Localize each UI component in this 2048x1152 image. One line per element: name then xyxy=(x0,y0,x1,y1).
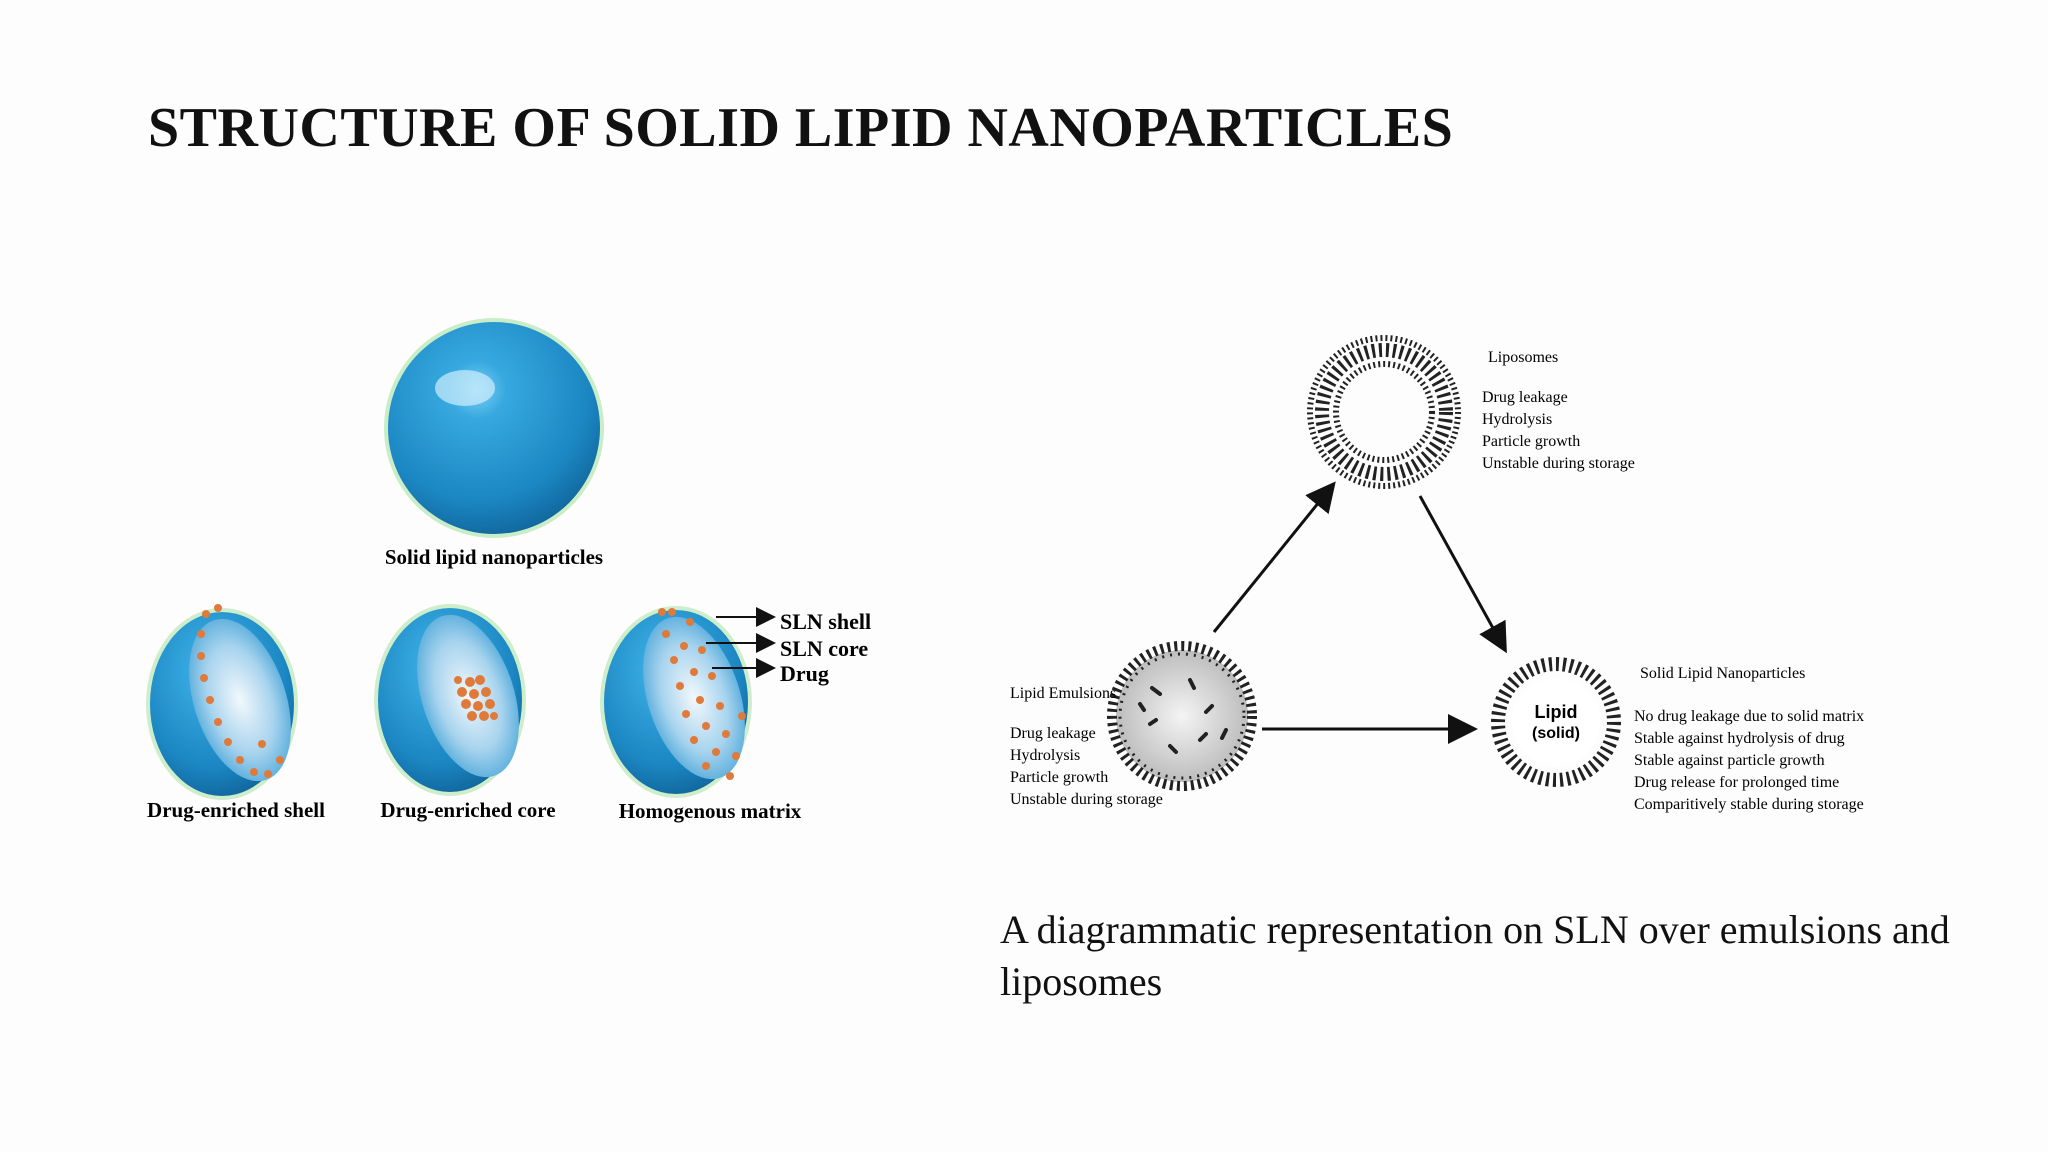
drug-enriched-shell-model xyxy=(146,604,298,800)
sln-main-label: Solid lipid nanoparticles xyxy=(385,545,603,569)
liposomes-item: Particle growth xyxy=(1482,433,1580,450)
sln-title: Solid Lipid Nanoparticles xyxy=(1640,665,1805,682)
sln-item: Drug release for prolonged time xyxy=(1634,774,1839,791)
lipid-emulsion-figure xyxy=(1107,641,1257,791)
liposomes-item: Hydrolysis xyxy=(1482,411,1552,428)
model-label-core: Drug-enriched core xyxy=(380,798,555,822)
model-label-shell: Drug-enriched shell xyxy=(147,798,325,822)
sln-comparison-figure xyxy=(1491,657,1621,787)
sln-sphere-figure xyxy=(384,318,604,538)
arrow-emulsion-to-liposome xyxy=(1212,481,1336,633)
legend-drug: Drug xyxy=(780,661,829,686)
sln-core-label-line1: Lipid xyxy=(1535,702,1578,722)
sln-item: Stable against particle growth xyxy=(1634,752,1825,769)
liposome-figure xyxy=(1307,335,1461,489)
sln-item: Stable against hydrolysis of drug xyxy=(1634,730,1845,747)
liposomes-item: Drug leakage xyxy=(1482,389,1568,406)
sln-item: Comparitively stable during storage xyxy=(1634,796,1864,813)
emulsions-items: Drug leakage Hydrolysis Particle growth … xyxy=(1010,725,1163,808)
sln-core-label-line2: (solid) xyxy=(1532,725,1580,742)
legend-sln-core: SLN core xyxy=(780,636,868,661)
sln-sphere xyxy=(388,322,600,534)
slide-title: STRUCTURE OF SOLID LIPID NANOPARTICLES xyxy=(148,97,1454,159)
liposomes-items: Drug leakage Hydrolysis Particle growth … xyxy=(1482,389,1635,472)
sln-items: No drug leakage due to solid matrix Stab… xyxy=(1634,708,1864,813)
emulsions-item: Particle growth xyxy=(1010,769,1108,786)
model-label-matrix: Homogenous matrix xyxy=(619,799,802,823)
sln-item: No drug leakage due to solid matrix xyxy=(1634,708,1864,725)
figure-caption: A diagrammatic representation on SLN ove… xyxy=(1000,907,1950,1004)
emulsions-item: Drug leakage xyxy=(1010,725,1096,742)
legend-sln-shell: SLN shell xyxy=(780,609,871,634)
liposomes-title: Liposomes xyxy=(1488,349,1558,366)
liposomes-item: Unstable during storage xyxy=(1482,455,1635,472)
arrow-liposome-to-sln xyxy=(1418,495,1507,654)
drug-enriched-core-model xyxy=(374,604,526,796)
emulsions-title: Lipid Emulsions xyxy=(1010,685,1116,702)
homogenous-matrix-model xyxy=(600,606,776,798)
emulsions-item: Hydrolysis xyxy=(1010,747,1080,764)
emulsions-item: Unstable during storage xyxy=(1010,791,1163,808)
